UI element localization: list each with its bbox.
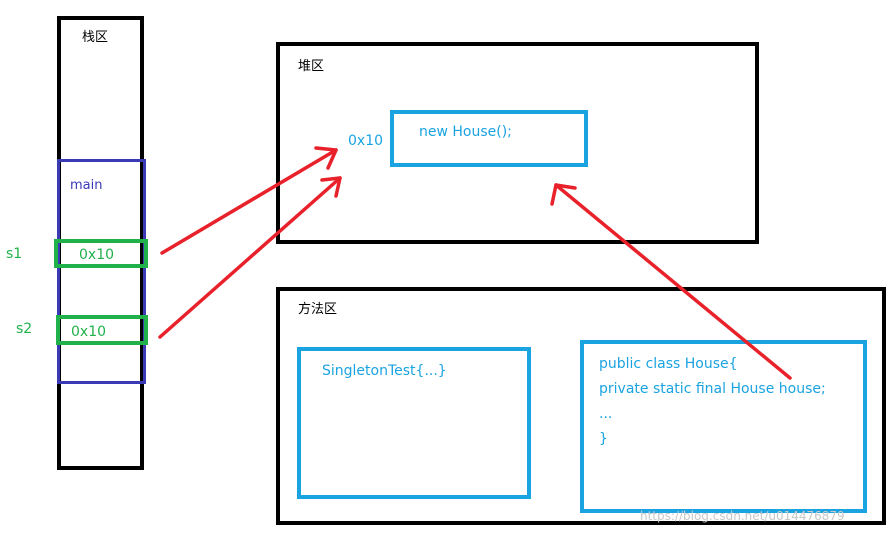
arrow-house-field-to-heap	[550, 183, 792, 380]
house-class-box	[580, 340, 867, 513]
house-class-code: public class House{ private static final…	[599, 355, 826, 455]
singleton-class-box	[297, 347, 531, 499]
method-area-title: 方法区	[298, 302, 338, 317]
method-area	[276, 287, 886, 525]
variable-s2-box	[56, 315, 148, 345]
variable-s1-value: 0x10	[79, 247, 115, 263]
house-object-label: new House();	[419, 124, 512, 140]
house-class-line: ...	[599, 406, 613, 422]
variable-s2-name: s2	[16, 321, 33, 337]
singleton-class-label: SingletonTest{...}	[322, 363, 447, 379]
house-object-box	[390, 110, 588, 167]
house-class-line: private static final House house;	[599, 381, 826, 397]
stack-area-title: 栈区	[82, 30, 109, 45]
arrow-s2-to-heap	[158, 176, 342, 339]
main-stack-frame	[57, 159, 146, 384]
heap-area-title: 堆区	[298, 59, 325, 74]
arrow-s1-to-heap	[160, 146, 338, 255]
variable-s1-name: s1	[6, 246, 23, 262]
heap-area	[276, 42, 759, 244]
main-frame-label: main	[70, 178, 103, 193]
variable-s2-value: 0x10	[71, 324, 107, 340]
watermark: https://blog.csdn.net/u014476879	[640, 509, 845, 523]
house-class-line: }	[599, 431, 608, 447]
variable-s1-box	[54, 239, 148, 268]
house-class-line: public class House{	[599, 356, 738, 372]
heap-address-label: 0x10	[348, 133, 384, 149]
